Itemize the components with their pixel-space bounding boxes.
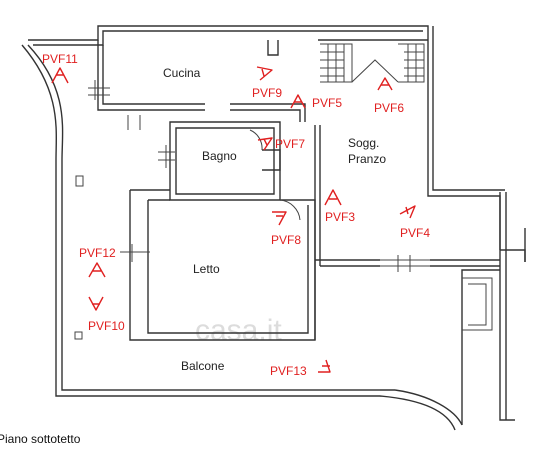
floor-caption: Piano sottotetto	[0, 432, 81, 446]
room-label-soggiorno: Sogg.	[348, 136, 379, 150]
viewpoint-label-pvf13: PVF13	[270, 364, 307, 378]
viewpoint-label-pvf5: PVF5	[312, 96, 342, 110]
room-label-cucina: Cucina	[163, 66, 201, 80]
viewpoint-label-pvf12: PVF12	[79, 246, 116, 260]
viewpoint-label-pvf11: PVF11	[42, 52, 78, 66]
room-label-letto: Letto	[193, 262, 220, 276]
room-label-balcone: Balcone	[181, 359, 225, 373]
interior-walls	[97, 40, 500, 341]
outer-walls	[21, 25, 526, 431]
viewpoint-markers	[51, 66, 416, 373]
fixture-square	[74, 331, 83, 340]
viewpoint-label-pvf9: PVF9	[252, 86, 282, 100]
viewpoint-label-pvf8: PVF8	[271, 233, 301, 247]
viewpoint-label-pvf6: PVF6	[374, 101, 404, 115]
viewpoint-label-pvf10: PVF10	[88, 319, 125, 333]
staircase	[320, 43, 425, 83]
viewpoint-label-pvf7: PVF7	[275, 137, 305, 151]
openings	[88, 80, 430, 391]
fixture-square	[75, 175, 84, 187]
viewpoint-label-pvf4: PVF4	[400, 226, 430, 240]
watermark: casa.it	[195, 314, 282, 347]
viewpoint-label-pvf3: PVF3	[325, 210, 355, 224]
room-label-pranzo: Pranzo	[348, 152, 386, 166]
room-label-bagno: Bagno	[202, 149, 237, 163]
